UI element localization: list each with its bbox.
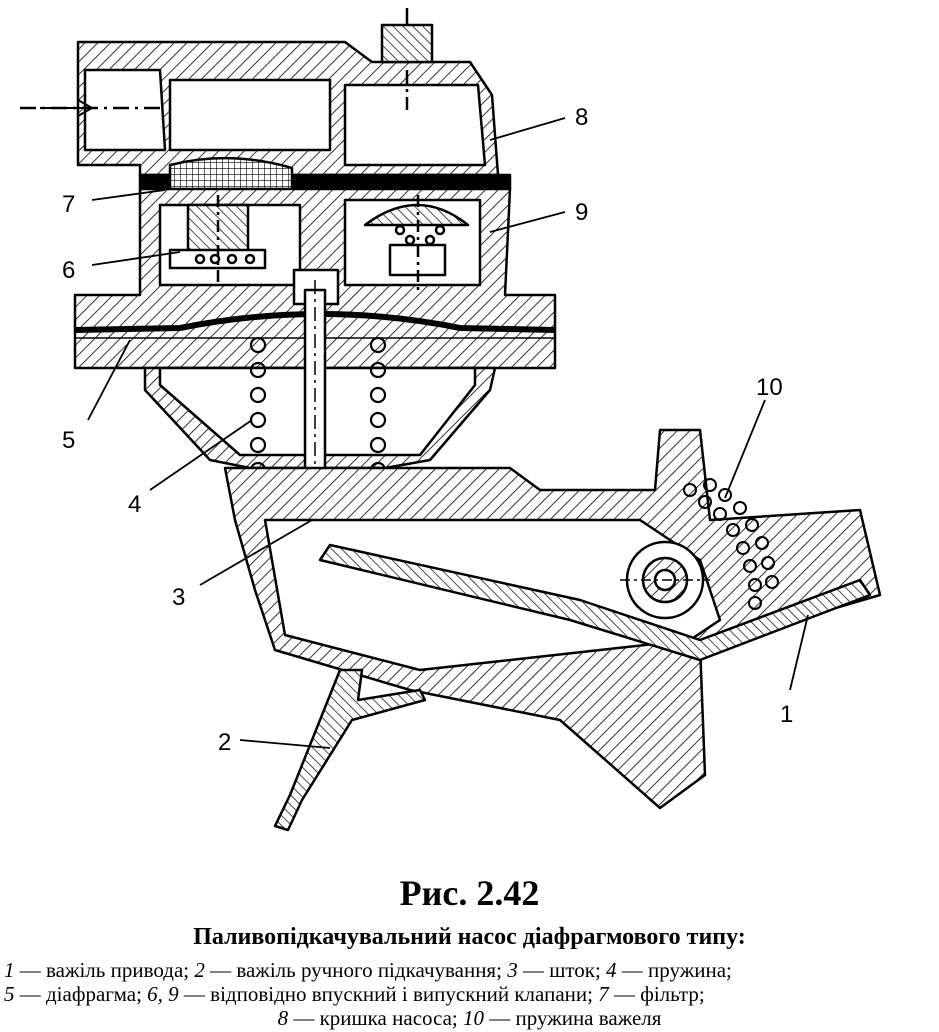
legend-line: 1 — важіль привода; 2 — важіль ручного п…	[4, 958, 935, 982]
legend-text: — шток;	[517, 958, 607, 982]
spring	[249, 336, 387, 479]
legend-text: — важіль ручного підкачування;	[204, 958, 508, 982]
callout-5: 5	[62, 427, 75, 454]
legend-line: 8 — кришка насоса; 10 — пружина важеля	[4, 1006, 935, 1030]
legend-text: — важіль привода;	[14, 958, 195, 982]
priming-lever	[273, 668, 427, 832]
callout-7: 7	[62, 191, 75, 218]
callout-4: 4	[128, 491, 141, 518]
lever-spring	[683, 478, 779, 610]
legend-number: 3	[507, 958, 518, 982]
figure-legend: 1 — важіль привода; 2 — важіль ручного п…	[4, 958, 935, 1030]
callout-3: 3	[172, 584, 185, 611]
callout-8: 8	[575, 104, 588, 131]
callout-6: 6	[62, 257, 75, 284]
legend-line: 5 — діафрагма; 6, 9 — відповідно впускни…	[4, 982, 935, 1006]
legend-text: — фільтр;	[608, 982, 705, 1006]
legend-text: — кришка насоса;	[288, 1006, 464, 1030]
legend-number: 1	[4, 958, 15, 982]
callout-9: 9	[575, 199, 588, 226]
legend-text: — пружина;	[616, 958, 732, 982]
legend-number: 5	[4, 982, 15, 1006]
legend-number: 10	[463, 1006, 485, 1030]
drive-lever	[318, 543, 872, 662]
callout-2: 2	[218, 729, 231, 756]
legend-number: 7	[598, 982, 609, 1006]
legend-number: 6, 9	[147, 982, 179, 1006]
callout-10: 10	[756, 374, 783, 401]
legend-text: — діафрагма;	[14, 982, 148, 1006]
figure-title: Рис. 2.42	[399, 873, 540, 913]
legend-text: — пружина важеля	[484, 1006, 662, 1030]
filter	[168, 156, 294, 197]
fuel-pump-drawing: 8 9 7 6 5 4 3 2 1 10	[20, 8, 882, 832]
legend-text: — відповідно впускний і випускний клапан…	[178, 982, 599, 1006]
inlet-valve	[168, 195, 267, 285]
legend-number: 8	[277, 1006, 289, 1030]
callout-1: 1	[780, 701, 793, 728]
legend-number: 4	[606, 958, 617, 982]
legend-number: 2	[194, 958, 205, 982]
outlet-valve	[363, 195, 470, 290]
figure-subtitle: Паливопідкачувальний насос діафрагмового…	[193, 924, 746, 950]
